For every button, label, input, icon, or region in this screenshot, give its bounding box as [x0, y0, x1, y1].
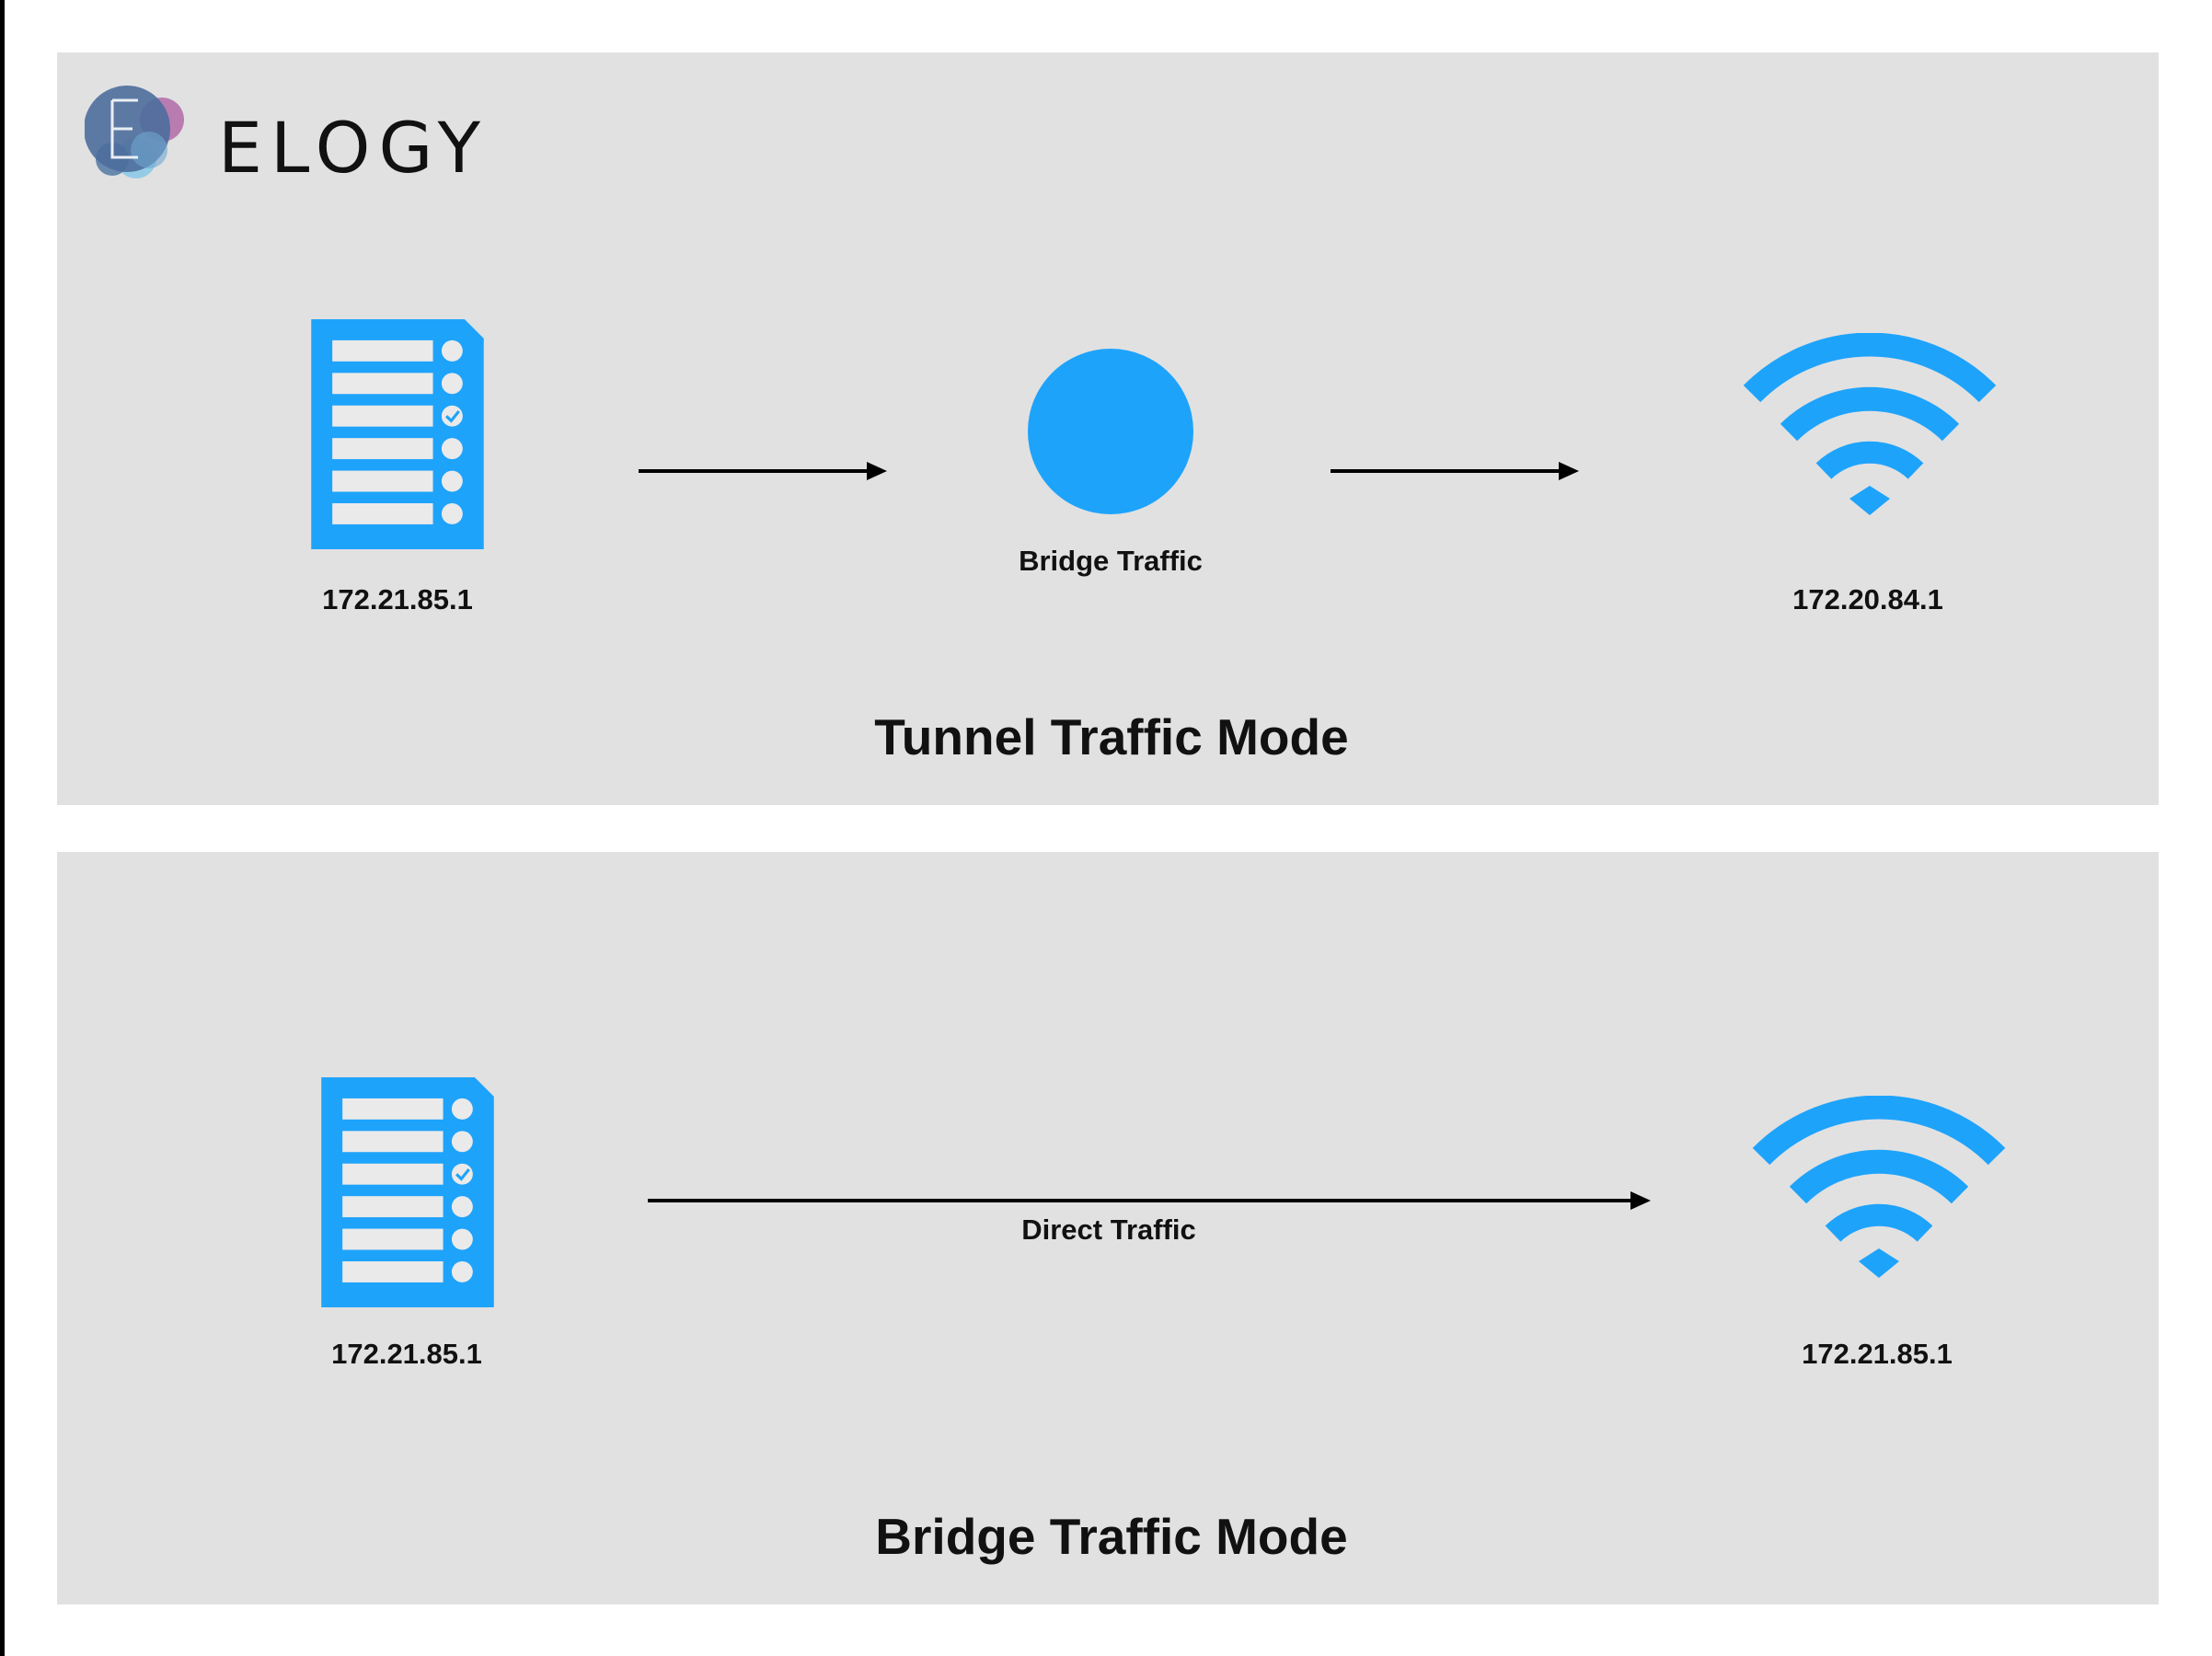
- tunnel-arrow-2: [1331, 462, 1579, 480]
- tunnel-arrow-1: [639, 462, 887, 480]
- elogy-logo: ELOGY: [85, 78, 517, 183]
- bridge-mode-title: Bridge Traffic Mode: [875, 1508, 1348, 1565]
- bridge-dest-ip: 172.21.85.1: [1802, 1338, 1953, 1370]
- tunnel-source-ip: 172.21.85.1: [322, 583, 473, 615]
- tunnel-mode-title: Tunnel Traffic Mode: [874, 708, 1349, 765]
- bridge-source-ip: 172.21.85.1: [331, 1338, 482, 1370]
- bridge-traffic-label: Bridge Traffic: [1019, 545, 1203, 577]
- logo-bubbles-icon: [85, 86, 184, 178]
- server-checklist-icon: [311, 319, 484, 549]
- logo-text: ELOGY: [218, 107, 490, 189]
- bridge-mode-panel: 172.21.85.1 Direct Traffic 172.21.85.1 B…: [57, 852, 2159, 1604]
- bridge-node-circle: [1028, 349, 1193, 514]
- direct-traffic-arrow: [648, 1191, 1651, 1210]
- wifi-icon: [1743, 333, 1997, 515]
- direct-traffic-label: Direct Traffic: [1021, 1213, 1196, 1246]
- left-edge-border: [0, 0, 5, 1656]
- server-checklist-icon: [321, 1077, 494, 1307]
- tunnel-mode-panel: ELOGY 172.21.85.1 Bridge Traffic 172.20.…: [57, 52, 2159, 805]
- tunnel-dest-ip: 172.20.84.1: [1792, 583, 1943, 615]
- wifi-icon: [1752, 1096, 2006, 1278]
